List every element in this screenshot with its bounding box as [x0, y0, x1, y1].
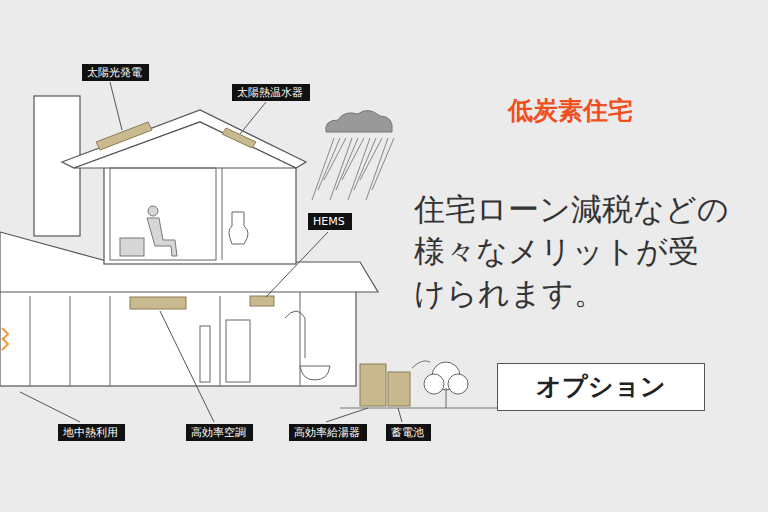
node-text: オプション: [512, 372, 690, 402]
interior-lines: [30, 168, 330, 386]
node-text: 高効率空調: [191, 426, 248, 439]
node-text: 高効率給湯器: [294, 426, 362, 439]
pipe: [412, 361, 430, 368]
label-tag: 高効率空調: [186, 424, 253, 441]
rain-stroke: [330, 138, 352, 200]
rain-stroke: [366, 138, 388, 200]
title: 低炭素住宅: [508, 94, 633, 127]
solar-water-heater: [222, 128, 256, 148]
rain-stroke: [372, 138, 394, 190]
node-text: 太陽光発電: [87, 66, 144, 79]
rain-cloud: [312, 110, 394, 200]
ground-line: [340, 408, 497, 409]
label-tag: 太陽光発電: [82, 64, 149, 81]
body-text: 住宅ローン減税などの様々なメリットが受けられます。: [414, 188, 730, 314]
rain-stroke: [312, 138, 334, 200]
node-text: 地中熱利用: [63, 426, 120, 439]
node-text: HEMS: [313, 215, 347, 228]
label-tag: 高効率給湯器: [289, 424, 367, 441]
air-conditioner: [130, 297, 186, 309]
person-figure: [120, 206, 177, 256]
label-tag: 地中熱利用: [58, 424, 125, 441]
label-tag: 蓄電池: [386, 424, 431, 441]
label-tag: 太陽熱温水器: [232, 84, 310, 101]
option-box: オプション: [497, 363, 705, 411]
battery: [388, 372, 410, 406]
hems-device: [250, 296, 274, 306]
solar-panel: [96, 122, 152, 150]
leader-lines: [20, 82, 402, 422]
water-heater: [360, 364, 386, 406]
label-tag: HEMS: [308, 213, 352, 230]
tree: [424, 362, 468, 408]
node-text: 蓄電池: [391, 426, 426, 439]
node-text: 太陽熱温水器: [237, 86, 305, 99]
heat-marks: [2, 328, 8, 350]
rain-stroke: [348, 138, 370, 200]
house-body: [0, 96, 378, 386]
